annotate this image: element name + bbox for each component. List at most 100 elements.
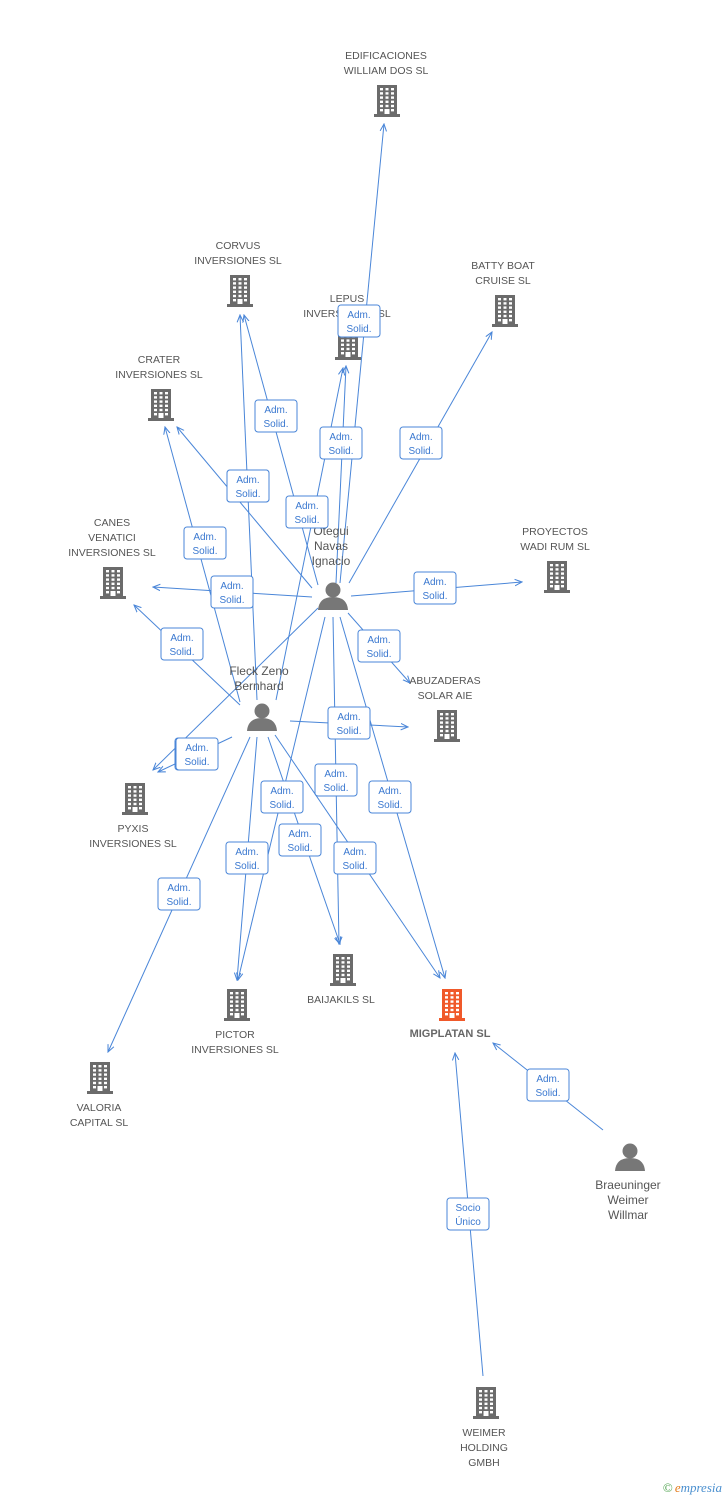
pictor-building-icon[interactable] [224, 989, 250, 1021]
edge-label-fleck-to-canes[interactable]: Adm.Solid. [160, 627, 204, 661]
edge-label-fleck-to-migplatan[interactable]: Adm.Solid. [333, 841, 377, 875]
braeuninger-label-line: Willmar [608, 1208, 648, 1222]
edge-label-text: Adm.Solid. [422, 577, 447, 602]
corvus-label-line: INVERSIONES SL [194, 255, 282, 267]
edge-label-text: Adm.Solid. [377, 786, 402, 811]
edge-labels-layer: Adm.Solid.Adm.Solid.Adm.Solid.Adm.Solid.… [157, 304, 570, 1231]
edge-otegui-to-crater [177, 427, 313, 589]
crater-building-icon[interactable] [148, 389, 174, 421]
lepus-label-line: LEPUS [330, 293, 364, 305]
edge-label-fleck-to-lepus[interactable]: Adm.Solid. [285, 495, 329, 529]
edge-label-text: Adm.Solid. [346, 310, 371, 335]
otegui-person-icon[interactable] [318, 582, 348, 611]
edge-otegui-to-corvus [244, 315, 319, 586]
edge-label-braeuninger-to-migplatan[interactable]: Adm.Solid. [526, 1068, 570, 1102]
braeuninger-person-icon[interactable] [615, 1143, 645, 1172]
weimer_holding-building-icon[interactable] [473, 1387, 499, 1419]
edge-label-text: Adm.Solid. [263, 405, 288, 430]
braeuninger-label-line: Weimer [607, 1193, 648, 1207]
baijakils-label: BAIJAKILS SL [307, 994, 375, 1006]
edge-label-text: Adm.Solid. [287, 829, 312, 854]
edge-label-otegui-to-edificaciones[interactable]: Adm.Solid. [337, 304, 381, 338]
fleck-label-line: Fleck Zeno [229, 664, 289, 678]
abuzaderas-label: ABUZADERAS SOLAR AIE [409, 675, 480, 702]
canes-building-icon[interactable] [100, 567, 126, 599]
edge-label-otegui-to-migplatan[interactable]: Adm.Solid. [368, 780, 412, 814]
edge-label-otegui-to-corvus[interactable]: Adm.Solid. [254, 399, 298, 433]
edge-label-text: Adm.Solid. [535, 1074, 560, 1099]
edge-label-text: Adm.Solid. [235, 475, 260, 500]
edge-label-otegui-to-lepus[interactable]: Adm.Solid. [319, 426, 363, 460]
edge-label-text: Adm.Solid. [192, 532, 217, 557]
valoria-label-line: CAPITAL SL [70, 1117, 129, 1129]
corvus-label-line: CORVUS [216, 240, 261, 252]
edge-fleck-to-crater [165, 427, 241, 703]
edge-label-otegui-to-canes[interactable]: Adm.Solid. [210, 575, 254, 609]
edge-fleck-to-corvus [240, 315, 258, 701]
migplatan-building-icon[interactable] [439, 989, 465, 1021]
baijakils-label-line: BAIJAKILS SL [307, 994, 375, 1006]
abuzaderas-label-line: ABUZADERAS [409, 675, 480, 687]
edge-label-otegui-to-pictor[interactable]: Adm.Solid. [260, 780, 304, 814]
pyxis-label-line: INVERSIONES SL [89, 838, 177, 850]
edges-layer [108, 124, 604, 1377]
edge-label-fleck-to-corvus[interactable]: Adm.Solid. [226, 469, 270, 503]
braeuninger-label-line: Braeuninger [595, 1178, 660, 1192]
edificaciones-label-line: EDIFICACIONES [345, 50, 427, 62]
brand-name: mpresia [680, 1480, 722, 1495]
edge-label-text: Adm.Solid. [219, 581, 244, 606]
edge-otegui-to-lepus [335, 366, 346, 584]
copyright-icon: © [662, 1480, 673, 1495]
edge-otegui-to-edificaciones [339, 124, 384, 584]
edge-label-text: Adm.Solid. [323, 769, 348, 794]
edge-label-otegui-to-proyectos[interactable]: Adm.Solid. [413, 571, 457, 605]
edge-label-fleck-to-baijakils[interactable]: Adm.Solid. [278, 823, 322, 857]
abuzaderas-label-line: SOLAR AIE [418, 690, 473, 702]
edge-label-otegui-to-abuzaderas[interactable]: Adm.Solid. [357, 629, 401, 663]
edge-label-text: Adm.Solid. [234, 847, 259, 872]
edge-label-text: Adm.Solid. [336, 712, 361, 737]
corvus-building-icon[interactable] [227, 275, 253, 307]
otegui-label-line: Ignacio [312, 554, 351, 568]
pictor-label-line: PICTOR [215, 1029, 255, 1041]
edificaciones-building-icon[interactable] [374, 85, 400, 117]
edge-label-fleck-to-valoria[interactable]: Adm.Solid. [157, 877, 201, 911]
edge-label-text: Adm.Solid. [366, 635, 391, 660]
baijakils-building-icon[interactable] [330, 954, 356, 986]
fleck-person-icon[interactable] [247, 703, 277, 732]
edge-label-otegui-to-baijakils[interactable]: Adm.Solid. [314, 763, 358, 797]
edge-label-fleck-to-abuzaderas[interactable]: Adm.Solid. [327, 706, 371, 740]
batty-building-icon[interactable] [492, 295, 518, 327]
otegui-label-line: Navas [314, 539, 348, 553]
pyxis-building-icon[interactable] [122, 783, 148, 815]
edge-label-fleck-to-crater[interactable]: Adm.Solid. [183, 526, 227, 560]
canes-label-line: VENATICI [88, 532, 136, 544]
canes-label-line: INVERSIONES SL [68, 547, 156, 559]
edge-label-otegui-to-batty[interactable]: Adm.Solid. [399, 426, 443, 460]
edge-label-fleck-to-pictor[interactable]: Adm.Solid. [225, 841, 269, 875]
proyectos-label-line: PROYECTOS [522, 526, 588, 538]
valoria-building-icon[interactable] [87, 1062, 113, 1094]
brand-initial: e [674, 1480, 681, 1495]
proyectos-building-icon[interactable] [544, 561, 570, 593]
weimer_holding-label-line: WEIMER [462, 1427, 506, 1439]
edge-label-fleck-to-pyxis[interactable]: Adm.Solid. [175, 737, 219, 771]
weimer_holding-label-line: GMBH [468, 1457, 500, 1469]
abuzaderas-building-icon[interactable] [434, 710, 460, 742]
edge-label-text: Adm.Solid. [184, 743, 209, 768]
empresia-watermark[interactable]: ©empresia [663, 1480, 722, 1496]
edge-label-text: Adm.Solid. [166, 883, 191, 908]
